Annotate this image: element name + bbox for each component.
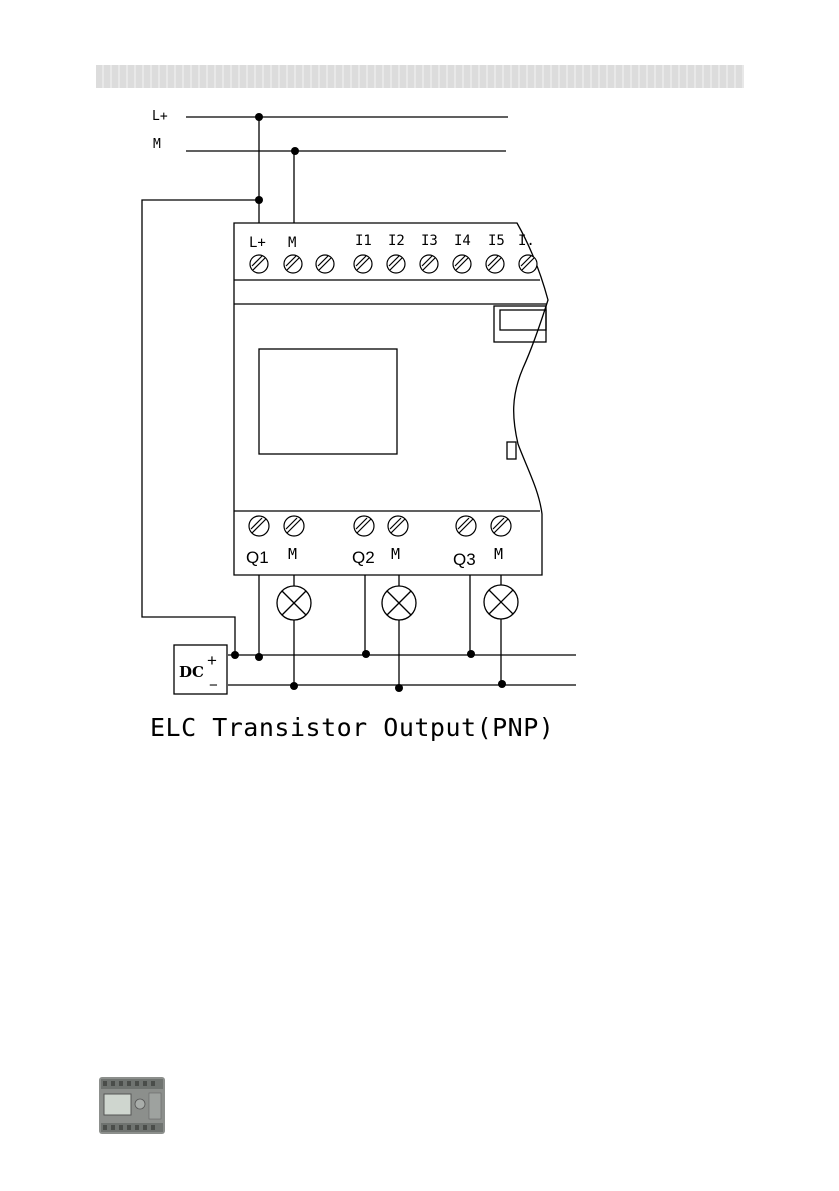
junction-dot	[362, 650, 370, 658]
terminal-label: I4	[454, 233, 471, 249]
output-label-m1: M	[288, 545, 297, 563]
dc-label: DC	[179, 663, 204, 681]
junction-dot	[467, 650, 475, 658]
dc-minus-sign: −	[209, 677, 218, 694]
screw-terminal-top	[420, 255, 438, 273]
wire-loop	[142, 200, 259, 654]
rail-label-positive: L+	[152, 109, 168, 124]
logic-module-thumbnail	[99, 1077, 165, 1134]
screw-terminal-top	[486, 255, 504, 273]
dc-plus-sign: +	[207, 651, 217, 670]
screw-terminal-top	[250, 255, 268, 273]
screw-terminal-bottom	[249, 516, 269, 536]
junction-dot	[255, 196, 263, 204]
lamp-3	[484, 585, 518, 619]
junction-dot	[498, 680, 506, 688]
screw-terminal-top	[519, 255, 537, 273]
screw-terminal-bottom	[456, 516, 476, 536]
terminal-label: I3	[421, 233, 438, 249]
screw-terminal-bottom	[284, 516, 304, 536]
output-label-q1: Q1	[246, 548, 269, 567]
screw-terminal-bottom	[388, 516, 408, 536]
rail-label-negative: M	[153, 137, 161, 152]
lamp-1	[277, 586, 311, 620]
junction-dot	[395, 684, 403, 692]
terminal-label: I1	[355, 233, 372, 249]
module-tab	[507, 442, 516, 459]
screw-terminal-top	[387, 255, 405, 273]
module-slot	[494, 306, 546, 342]
screw-terminal-top	[354, 255, 372, 273]
output-label-q3: Q3	[453, 550, 476, 569]
terminal-label: L+	[249, 235, 266, 251]
junction-dot	[255, 653, 263, 661]
diagram-caption: ELC Transistor Output(PNP)	[150, 713, 554, 742]
junction-dot	[231, 651, 239, 659]
lcd-display	[259, 349, 397, 454]
screw-terminal-top	[453, 255, 471, 273]
output-label-m3: M	[494, 545, 503, 563]
screw-terminal-top	[284, 255, 302, 273]
screw-terminal-bottom	[491, 516, 511, 536]
screw-terminal-top	[316, 255, 334, 273]
junction-dot	[290, 682, 298, 690]
terminal-label: I2	[388, 233, 405, 249]
junction-dot	[255, 113, 263, 121]
terminal-label: I.	[518, 233, 535, 249]
terminal-label: M	[288, 235, 296, 251]
lamp-2	[382, 586, 416, 620]
terminal-label: I5	[488, 233, 505, 249]
output-label-m2: M	[391, 545, 400, 563]
junction-dot	[291, 147, 299, 155]
screw-terminal-bottom	[354, 516, 374, 536]
output-label-q2: Q2	[352, 548, 375, 567]
